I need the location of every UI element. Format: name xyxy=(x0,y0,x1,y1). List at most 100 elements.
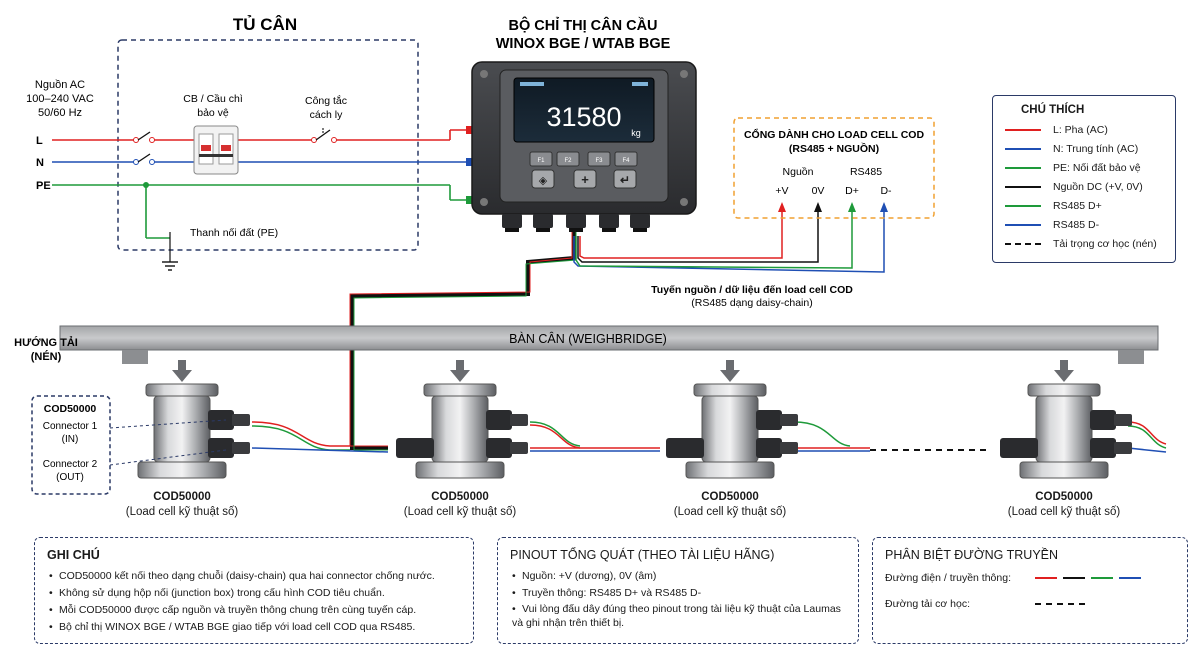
load-cell-caption: COD50000 (Load cell kỹ thuật số) xyxy=(102,490,262,520)
pin-0v: 0V xyxy=(812,185,825,197)
port-group-rs485: RS485 xyxy=(850,166,882,178)
load-cell-part xyxy=(208,410,234,430)
legend-item: Tải trọng cơ học (nén) xyxy=(1005,234,1175,253)
notes-list: COD50000 kết nối theo dạng chuỗi (daisy-… xyxy=(35,568,473,636)
pinout-item: Truyền thông: RS485 D+ và RS485 D- xyxy=(512,585,848,602)
load-cell-part xyxy=(1019,461,1109,479)
legend-title: CHÚ THÍCH xyxy=(1021,104,1085,116)
note-item: COD50000 kết nối theo dạng chuỗi (daisy-… xyxy=(49,568,463,585)
load-cell-name: COD50000 xyxy=(431,491,489,503)
source-label: Nguồn AC xyxy=(35,79,85,91)
pinout-title: PINOUT TỔNG QUÁT (THEO TÀI LIỆU HÃNG) xyxy=(510,548,775,562)
load-cell-part xyxy=(510,442,528,454)
load-cell-part xyxy=(232,442,250,454)
load-cell-name: COD50000 xyxy=(153,491,211,503)
load-arrow-icon xyxy=(172,360,192,382)
source-voltage: 100–240 VAC xyxy=(26,93,94,105)
weighbridge-label: BÀN CÂN (WEIGHBRIDGE) xyxy=(509,331,667,346)
load-cell-desc: (Load cell kỹ thuật số) xyxy=(403,506,517,518)
pin-d-minus: D- xyxy=(880,185,892,197)
plus-key-icon[interactable]: + xyxy=(581,172,589,187)
legend-swatch xyxy=(1005,204,1041,207)
load-cell-name: COD50000 xyxy=(1035,491,1093,503)
load-cell-part xyxy=(666,438,704,458)
load-cell-part xyxy=(701,395,759,463)
indicator-model: WINOX BGE / WTAB BGE xyxy=(496,36,671,52)
line-pe-label: PE xyxy=(36,180,51,192)
connector1-pointer xyxy=(109,419,227,429)
zero-key-icon[interactable]: ◈ xyxy=(539,175,548,187)
connector2-label: Connector 2 xyxy=(43,459,98,470)
indicator-device: 31580 kg F1 F2 F3 F4 ◈ + ↵ xyxy=(471,61,697,232)
load-cell-part xyxy=(693,383,767,397)
legend-swatch xyxy=(1005,185,1041,188)
load-cell-caption: COD50000 (Load cell kỹ thuật số) xyxy=(380,490,540,520)
load-cell-part xyxy=(510,414,528,426)
legend-item: RS485 D- xyxy=(1005,215,1175,234)
breaker xyxy=(193,125,239,175)
electric-swatch xyxy=(1119,577,1141,579)
load-cell-part xyxy=(232,414,250,426)
legend-item: L: Pha (AC) xyxy=(1005,120,1175,139)
breaker-label: CB / Cầu chì xyxy=(183,93,243,105)
load-cells xyxy=(137,360,1132,479)
cable-sublabel: (RS485 dạng daisy-chain) xyxy=(691,297,812,309)
electric-swatch xyxy=(1035,577,1057,579)
load-cell xyxy=(396,360,528,479)
load-arrow-icon xyxy=(450,360,470,382)
pin-plus-v: +V xyxy=(775,185,788,197)
cod-callout-frame xyxy=(31,395,111,495)
load-cell xyxy=(137,360,250,479)
source-frequency: 50/60 Hz xyxy=(38,107,82,119)
legend-swatch xyxy=(1005,223,1041,226)
load-cell-part xyxy=(756,438,782,458)
load-cell-part xyxy=(756,410,782,430)
cod-callout-title: COD50000 xyxy=(44,403,97,415)
load-cell-desc: (Load cell kỹ thuật số) xyxy=(1007,506,1121,518)
switch-label: Công tắc xyxy=(305,94,347,107)
pinout-list: Nguồn: +V (dương), 0V (âm) Truyền thông:… xyxy=(498,568,858,630)
notes-box: GHI CHÚ COD50000 kết nối theo dạng chuỗi… xyxy=(34,537,474,644)
fkey-2[interactable]: F2 xyxy=(564,158,572,164)
pinout-item: Vui lòng đấu dây đúng theo pinout trong … xyxy=(512,602,848,630)
load-direction-label: HƯỚNG TẢI xyxy=(14,336,78,349)
load-cell-part xyxy=(396,438,434,458)
load-cell xyxy=(1000,360,1132,479)
fkey-1[interactable]: F1 xyxy=(537,158,545,164)
fkey-3[interactable]: F3 xyxy=(595,158,603,164)
load-cell-part xyxy=(486,410,512,430)
legend-swatch xyxy=(1005,242,1041,245)
mechanical-line-swatch xyxy=(1035,603,1085,605)
load-cell-part xyxy=(208,438,234,458)
port-group-power: Nguồn xyxy=(783,166,814,178)
load-cell-part xyxy=(685,461,775,479)
display-value: 31580 xyxy=(546,102,621,132)
fkey-4[interactable]: F4 xyxy=(622,158,630,164)
load-cell-part xyxy=(1114,414,1132,426)
load-cell-part xyxy=(780,414,798,426)
load-cell-caption: COD50000(Load cell kỹ thuật số) xyxy=(650,490,810,520)
cod-port-frame xyxy=(733,117,935,219)
load-cell-part xyxy=(1090,438,1116,458)
load-cell-part xyxy=(145,383,219,397)
pinout-box: PINOUT TỔNG QUÁT (THEO TÀI LIỆU HÃNG) Ng… xyxy=(497,537,859,644)
connector2-sub: (OUT) xyxy=(56,472,84,483)
pin-d-plus: D+ xyxy=(845,185,859,197)
load-cell-part xyxy=(1114,442,1132,454)
cabinet-title: TỦ CÂN xyxy=(233,15,297,34)
load-arrow-icon xyxy=(720,360,740,382)
wire-n xyxy=(52,153,474,166)
legend-swatch xyxy=(1005,166,1041,169)
connector1-sub: (IN) xyxy=(62,434,79,445)
note-item: Mỗi COD50000 được cấp nguồn và truyền th… xyxy=(49,602,463,619)
enter-key-icon[interactable]: ↵ xyxy=(620,173,630,187)
electric-swatch xyxy=(1063,577,1085,579)
connector2-pointer xyxy=(109,449,227,466)
ground-bar-label: Thanh nối đất (PE) xyxy=(190,227,278,239)
notes-title: GHI CHÚ xyxy=(47,548,100,562)
load-direction-sub: (NÉN) xyxy=(31,350,62,363)
cabinet-frame xyxy=(117,39,419,251)
load-cell-desc: (Load cell kỹ thuật số) xyxy=(125,506,239,518)
load-cell-part xyxy=(1027,383,1101,397)
wire-pe xyxy=(52,182,474,271)
